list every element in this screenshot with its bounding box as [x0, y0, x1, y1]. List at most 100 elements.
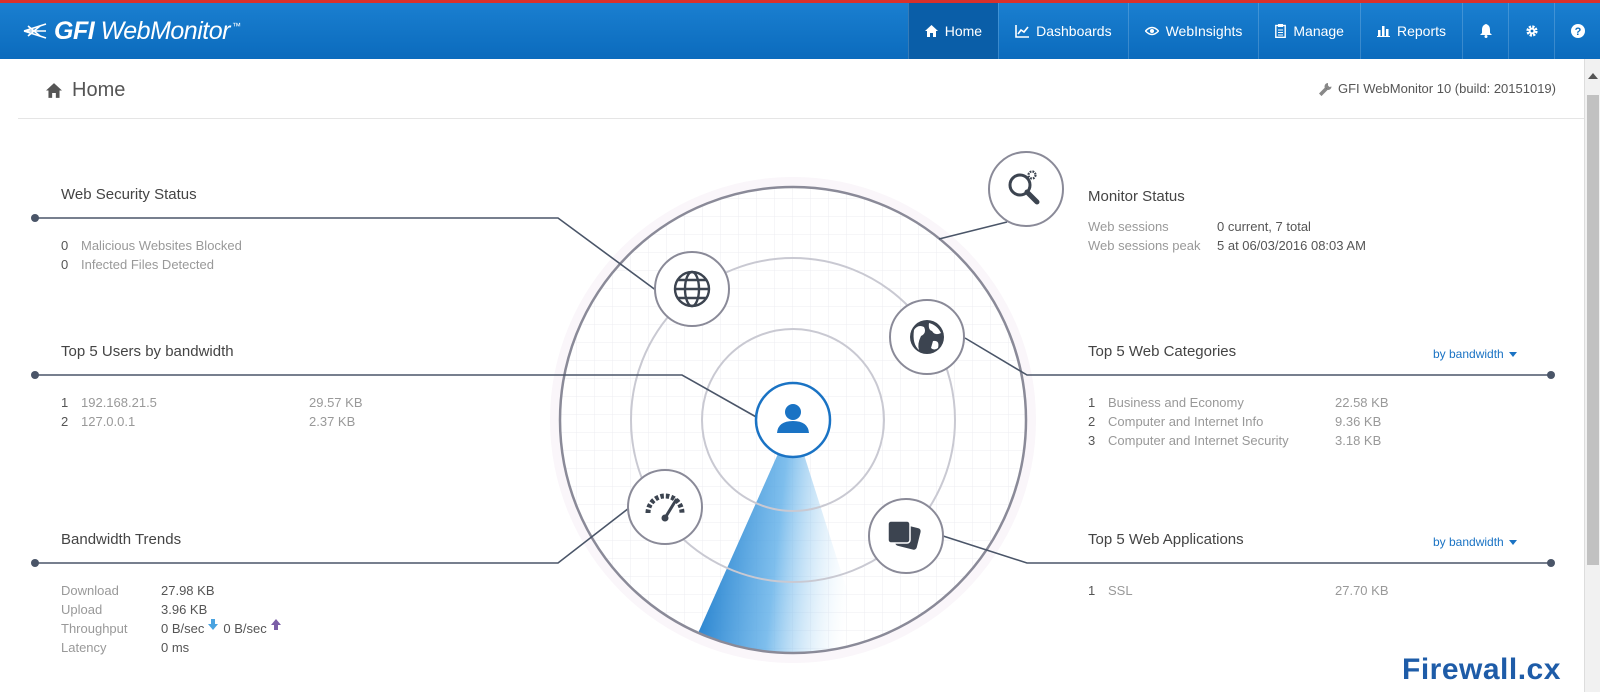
latency-label: Latency [61, 640, 107, 655]
web-applications-section: Top 5 Web Applications 1 SSL 27.70 KB [1088, 531, 1548, 600]
nav-manage[interactable]: Manage [1258, 3, 1360, 59]
svg-text:?: ? [1574, 26, 1581, 38]
nav-dashboards-label: Dashboards [1036, 23, 1112, 39]
web-categories-node[interactable] [889, 299, 965, 375]
nav-webinsights-label: WebInsights [1165, 23, 1243, 39]
throughput-down-value: 0 B/sec [161, 621, 205, 636]
table-row: 2 Computer and Internet Info 9.36 KB [1088, 412, 1548, 431]
radar-ring-inner [701, 328, 885, 512]
list-item: Download 27.98 KB [61, 581, 481, 600]
user-address[interactable]: 127.0.0.1 [81, 414, 136, 429]
arrow-up-icon [270, 619, 281, 630]
table-row: 3 Computer and Internet Security 3.18 KB [1088, 431, 1548, 450]
radar-ring-outer [558, 185, 1028, 655]
user-icon [777, 404, 809, 433]
download-label: Download [61, 583, 119, 598]
top-users-section: Top 5 Users by bandwidth 1 192.168.21.5 … [61, 343, 481, 431]
category-name[interactable]: Computer and Internet Info [1108, 414, 1264, 429]
application-name[interactable]: SSL [1108, 583, 1133, 598]
top-users-title: Top 5 Users by bandwidth [61, 343, 234, 360]
home-icon [924, 25, 938, 37]
connector-web-security [35, 217, 658, 292]
web-categories-section: Top 5 Web Categories 1 Business and Econ… [1088, 343, 1548, 450]
bar-chart-icon [1376, 26, 1390, 37]
page-scrollbar[interactable] [1584, 59, 1600, 692]
bandwidth-section: Bandwidth Trends Download 27.98 KB Uploa… [61, 531, 481, 657]
table-row: 2 127.0.0.1 2.37 KB [61, 412, 481, 431]
upload-value: 3.96 KB [161, 602, 208, 617]
nav-reports[interactable]: Reports [1359, 3, 1462, 59]
scroll-up-icon[interactable] [1588, 73, 1598, 79]
category-name[interactable]: Business and Economy [1108, 395, 1244, 410]
arrow-down-icon [208, 619, 219, 630]
help-icon: ? [1570, 24, 1585, 38]
version-text: GFI WebMonitor 10 (build: 20151019) [1338, 81, 1556, 96]
sessions-value: 0 current, 7 total [1217, 219, 1311, 234]
user-bandwidth: 29.57 KB [309, 395, 363, 410]
bandwidth-node[interactable] [627, 469, 703, 545]
category-bandwidth: 9.36 KB [1335, 414, 1382, 429]
scrollbar-thumb[interactable] [1587, 95, 1599, 565]
nav-home-label: Home [944, 23, 983, 39]
web-applications-title: Top 5 Web Applications [1088, 531, 1244, 548]
monitor-status-node[interactable] [988, 151, 1064, 227]
watermark-logo: Firewall.cx [1402, 653, 1561, 686]
web-security-title: Web Security Status [61, 186, 197, 203]
eye-icon [1144, 26, 1159, 36]
applications-icon [887, 520, 921, 550]
monitor-status-section: Monitor Status Web sessions 0 current, 7… [1088, 188, 1548, 255]
nav-home[interactable]: Home [907, 3, 999, 59]
latency-value: 0 ms [161, 640, 190, 655]
nav-webinsights[interactable]: WebInsights [1127, 3, 1259, 59]
connector-bandwidth [35, 507, 630, 564]
chart-line-icon [1015, 24, 1030, 38]
download-value: 27.98 KB [161, 583, 215, 598]
category-bandwidth: 22.58 KB [1335, 395, 1389, 410]
connector-top-users [35, 374, 759, 419]
logo-bold: GFI [54, 16, 95, 45]
list-item: Web sessions 0 current, 7 total [1088, 217, 1548, 236]
main-nav: Home Dashboards WebInsights Manage Repor… [907, 3, 1600, 59]
caret-down-icon [1508, 539, 1517, 545]
globe-icon [673, 270, 711, 308]
list-item: 0 Infected Files Detected [61, 255, 481, 274]
page-header: Home GFI WebMonitor 10 (build: 20151019) [18, 59, 1584, 119]
page-title-text: Home [72, 79, 126, 101]
notifications-button[interactable] [1462, 3, 1508, 59]
help-button[interactable]: ? [1554, 3, 1600, 59]
home-icon [46, 83, 62, 98]
web-applications-node[interactable] [868, 498, 944, 574]
clipboard-icon [1275, 24, 1287, 38]
web-security-section: Web Security Status 0 Malicious Websites… [61, 186, 481, 274]
bell-icon [1479, 24, 1492, 38]
security-label[interactable]: Malicious Websites Blocked [81, 238, 242, 253]
wrench-icon [1319, 82, 1332, 96]
application-rank: 1 [1088, 583, 1096, 598]
gfi-logo-icon [23, 23, 47, 39]
application-bandwidth: 27.70 KB [1335, 583, 1389, 598]
nav-dashboards[interactable]: Dashboards [998, 3, 1128, 59]
web-security-node[interactable] [654, 251, 730, 327]
list-item: 0 Malicious Websites Blocked [61, 236, 481, 255]
categories-sort-dropdown[interactable]: by bandwidth [1433, 347, 1517, 361]
settings-button[interactable] [1508, 3, 1554, 59]
applications-sort-dropdown[interactable]: by bandwidth [1433, 535, 1517, 549]
caret-down-icon [1508, 351, 1517, 357]
user-address[interactable]: 192.168.21.5 [81, 395, 157, 410]
security-label[interactable]: Infected Files Detected [81, 257, 214, 272]
connector-dot [1547, 559, 1555, 567]
users-node[interactable] [754, 381, 832, 459]
categories-sort-label: by bandwidth [1433, 347, 1504, 361]
list-item: Upload 3.96 KB [61, 600, 481, 619]
connector-dot [31, 214, 39, 222]
connector-dot [1547, 371, 1555, 379]
nav-reports-label: Reports [1396, 23, 1446, 39]
connector-dot [31, 371, 39, 379]
monitor-status-title: Monitor Status [1088, 188, 1185, 205]
category-bandwidth: 3.18 KB [1335, 433, 1382, 448]
category-name[interactable]: Computer and Internet Security [1108, 433, 1289, 448]
table-row: 1 Business and Economy 22.58 KB [1088, 393, 1548, 412]
connector-categories [964, 337, 1551, 376]
